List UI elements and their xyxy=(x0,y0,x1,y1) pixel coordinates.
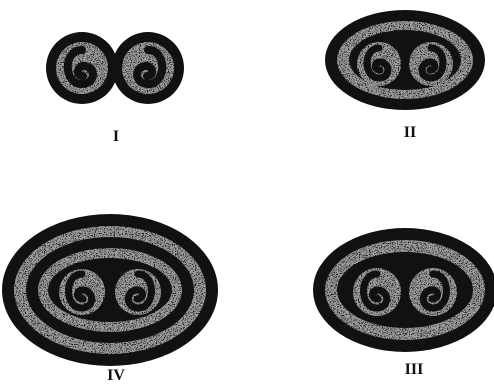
panel-iii xyxy=(313,228,494,352)
panel-iv xyxy=(2,214,218,366)
panel-i xyxy=(46,32,184,104)
panel-label-iii: III xyxy=(394,362,434,378)
panel-ii xyxy=(325,10,485,110)
panel-label-i: I xyxy=(96,129,136,145)
panel-label-ii: II xyxy=(390,125,430,141)
panel-label-iv: IV xyxy=(96,368,136,384)
